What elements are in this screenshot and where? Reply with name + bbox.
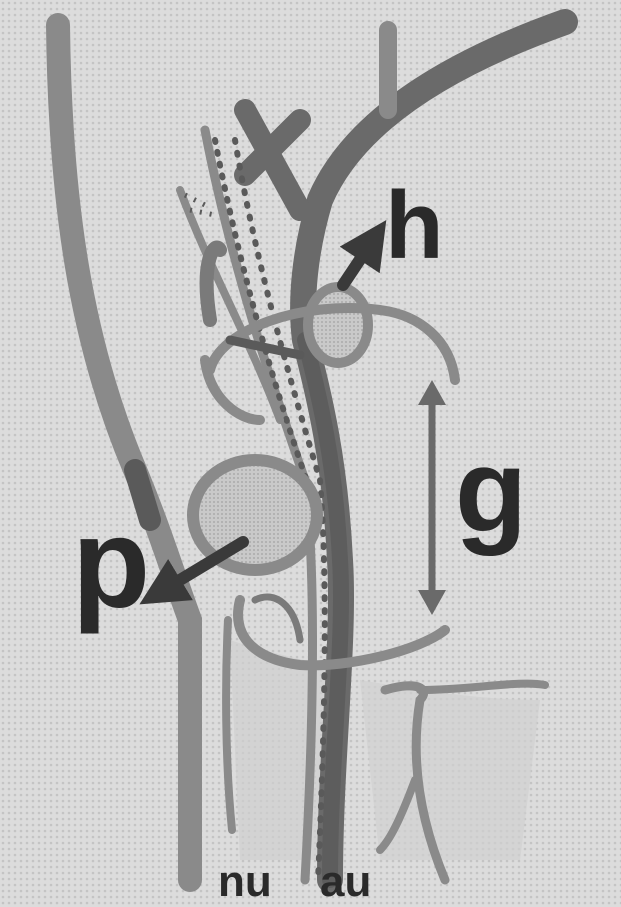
- label-g: g: [455, 432, 527, 550]
- label-h: h: [385, 178, 444, 274]
- label-au: au: [320, 860, 371, 904]
- large-oval: [193, 460, 317, 570]
- label-nu: nu: [218, 860, 272, 904]
- label-p: p: [72, 500, 150, 628]
- upper-loop: [308, 287, 368, 363]
- tissue-region-right: [360, 680, 540, 860]
